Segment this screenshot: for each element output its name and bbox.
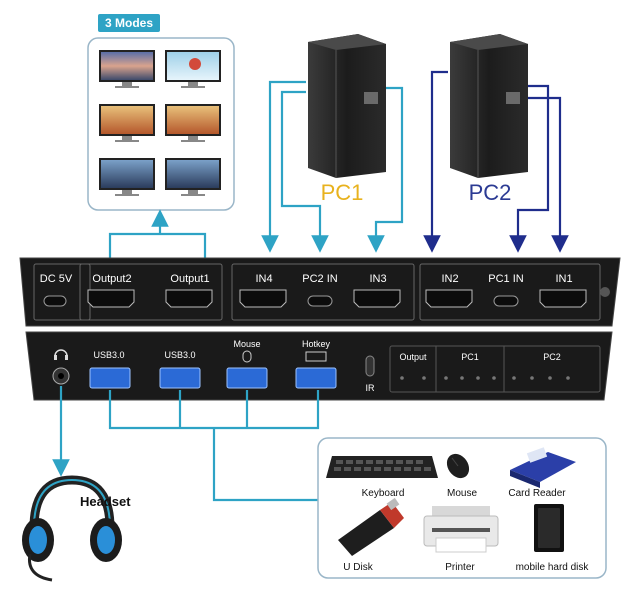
port-label: PC2 IN — [302, 273, 338, 285]
usb-label: Mouse — [233, 339, 260, 349]
pc-tower-icon — [450, 34, 528, 178]
usb-label: Hotkey — [302, 339, 331, 349]
usb-a-port-icon — [226, 367, 268, 389]
usb-c-port-icon — [43, 295, 67, 307]
usb-label: USB3.0 — [93, 350, 124, 360]
usb-label: USB3.0 — [164, 350, 195, 360]
headphone-jack-icon — [52, 349, 70, 385]
port-label: IN4 — [255, 273, 272, 285]
group-label: Output — [399, 352, 427, 362]
hdmi-port-icon — [425, 289, 473, 308]
port-label: Output2 — [92, 273, 131, 285]
group-label: PC1 — [461, 352, 479, 362]
monitor-icon — [99, 50, 155, 88]
usb-a-port-icon — [295, 367, 337, 389]
printer-icon — [423, 506, 499, 553]
output-connector — [108, 209, 207, 258]
monitor-icon — [99, 158, 155, 196]
usb-a-port-icon — [89, 367, 131, 389]
usb-a-port-icon — [159, 367, 201, 389]
peripheral-label: mobile hard disk — [516, 562, 590, 573]
pc2-cables — [423, 70, 569, 253]
modes-title: 3 Modes — [105, 16, 153, 30]
peripheral-label: Keyboard — [362, 488, 405, 499]
headset-label: Headset — [80, 494, 131, 509]
pc1-cables — [261, 80, 404, 253]
monitor-icon — [165, 104, 221, 142]
port-label: IN3 — [369, 273, 386, 285]
port-label: PC1 IN — [488, 273, 524, 285]
card-reader-icon — [510, 447, 576, 488]
usb-c-port-icon — [307, 295, 333, 307]
peripheral-label: Mouse — [447, 488, 477, 499]
keyboard-icon — [305, 351, 327, 362]
pc1-label: PC1 — [321, 180, 364, 205]
mouse-icon — [242, 350, 252, 363]
front-panel — [19, 257, 621, 327]
port-label: IN2 — [441, 273, 458, 285]
hdmi-port-icon — [165, 289, 213, 308]
ir-window — [365, 355, 375, 377]
hdmi-port-icon — [239, 289, 287, 308]
usb-c-port-icon — [493, 295, 519, 307]
port-label: Output1 — [170, 273, 209, 285]
usb-connector — [108, 390, 320, 502]
hdmi-port-icon — [87, 289, 135, 308]
hdmi-port-icon — [539, 289, 587, 308]
peripheral-label: Printer — [445, 562, 475, 573]
modes-panel: 3 Modes — [87, 14, 235, 211]
hard-disk-icon — [534, 504, 564, 552]
keyboard-icon — [326, 456, 438, 478]
indicator-leds — [400, 376, 570, 380]
monitor-icon — [165, 158, 221, 196]
port-label: IN1 — [555, 273, 572, 285]
monitor-icon — [99, 104, 155, 142]
group-label: PC2 — [543, 352, 561, 362]
peripheral-label: Card Reader — [508, 488, 566, 499]
ir-label: IR — [366, 383, 376, 393]
mouse-icon — [446, 453, 470, 479]
monitor-icon — [165, 50, 221, 88]
headset-icon — [22, 475, 122, 582]
port-label: DC 5V — [40, 273, 73, 285]
usb-disk-icon — [338, 497, 404, 556]
hdmi-port-icon — [353, 289, 401, 308]
peripheral-label: U Disk — [343, 562, 373, 573]
pc-tower-icon — [308, 34, 386, 178]
pc2-label: PC2 — [469, 180, 512, 205]
